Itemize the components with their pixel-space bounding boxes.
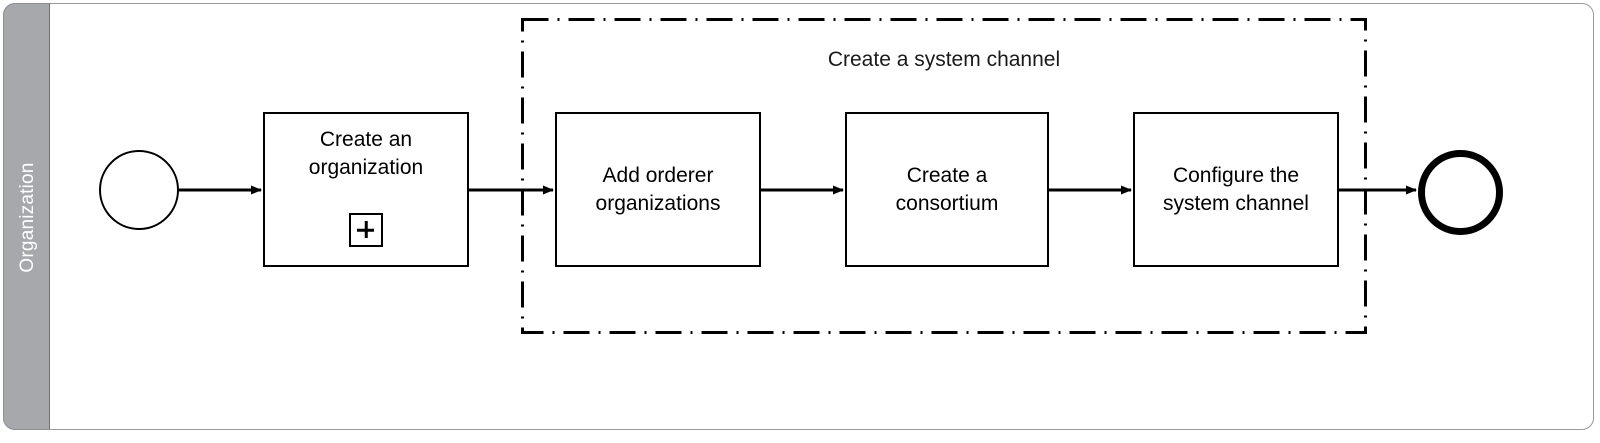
task-create-an-organization[interactable]: Create an organization	[263, 112, 469, 267]
end-event[interactable]	[1418, 150, 1503, 235]
collapsed-subprocess-plus-icon[interactable]	[349, 213, 383, 247]
task-configure-the-system-channel[interactable]: Configure the system channel	[1133, 112, 1339, 267]
group-create-a-system-channel[interactable]: Create a system channel	[521, 18, 1367, 334]
group-label: Create a system channel	[827, 48, 1061, 71]
task-label: Create a consortium	[895, 163, 999, 215]
task-label: Add orderer organizations	[595, 163, 721, 215]
task-label: Create an organization	[308, 128, 424, 179]
lane-label: Organization	[16, 162, 38, 273]
task-label: Configure the system channel	[1163, 163, 1309, 215]
task-create-a-consortium[interactable]: Create a consortium	[845, 112, 1049, 267]
lane-header-organization[interactable]: Organization	[3, 3, 50, 430]
start-event[interactable]	[99, 150, 179, 230]
task-add-orderer-organizations[interactable]: Add orderer organizations	[555, 112, 761, 267]
group-border-icon	[521, 18, 1367, 334]
